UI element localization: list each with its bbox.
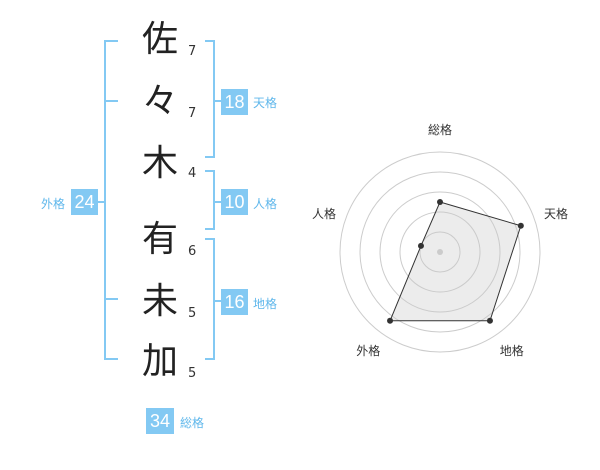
radar-grid-ring (399, 211, 481, 293)
jinkaku-label: 人格 (253, 197, 278, 211)
gaikaku-value: 24 (71, 189, 98, 215)
radar-axis-label: 天格 (544, 207, 569, 222)
chikaku-label: 地格 (253, 297, 278, 311)
name-char-5: 未 (141, 281, 178, 322)
radar-grid-ring (379, 191, 501, 313)
radar-point (437, 199, 443, 205)
radar-grid-ring (339, 151, 541, 353)
tenkaku-label: 天格 (253, 96, 278, 110)
name-char-1: 佐 (141, 19, 178, 60)
stroke-count-2: 7 (188, 106, 197, 121)
name-char-6: 加 (141, 341, 178, 382)
soukaku-label: 総格 (180, 416, 205, 430)
radar-center (437, 249, 443, 255)
radar-point (417, 242, 424, 249)
jinkaku-value: 10 (221, 189, 248, 215)
radar-area (389, 201, 522, 322)
stroke-count-5: 5 (188, 306, 197, 321)
chikaku-value: 16 (221, 289, 248, 315)
radar-point (486, 317, 493, 324)
name-char-4: 有 (141, 219, 178, 260)
stroke-count-3: 4 (188, 166, 197, 181)
stroke-count-4: 6 (188, 244, 197, 259)
radar-grid-ring (359, 171, 521, 333)
tenkaku-value: 18 (221, 89, 248, 115)
gaikaku-label: 外格 (41, 197, 66, 211)
name-char-2: 々 (141, 81, 178, 122)
name-char-3: 木 (141, 143, 178, 184)
radar-point (517, 222, 524, 229)
radar-point (387, 317, 394, 324)
radar-axis-label: 外格 (356, 343, 381, 358)
stroke-count-1: 7 (188, 44, 197, 59)
radar-axis-label: 総格 (427, 123, 453, 137)
stroke-count-6: 5 (188, 366, 197, 381)
soukaku-value: 34 (146, 408, 174, 434)
radar-axis-label: 人格 (311, 207, 336, 222)
radar-grid-ring (419, 231, 461, 273)
radar-axis-label: 地格 (499, 343, 524, 358)
